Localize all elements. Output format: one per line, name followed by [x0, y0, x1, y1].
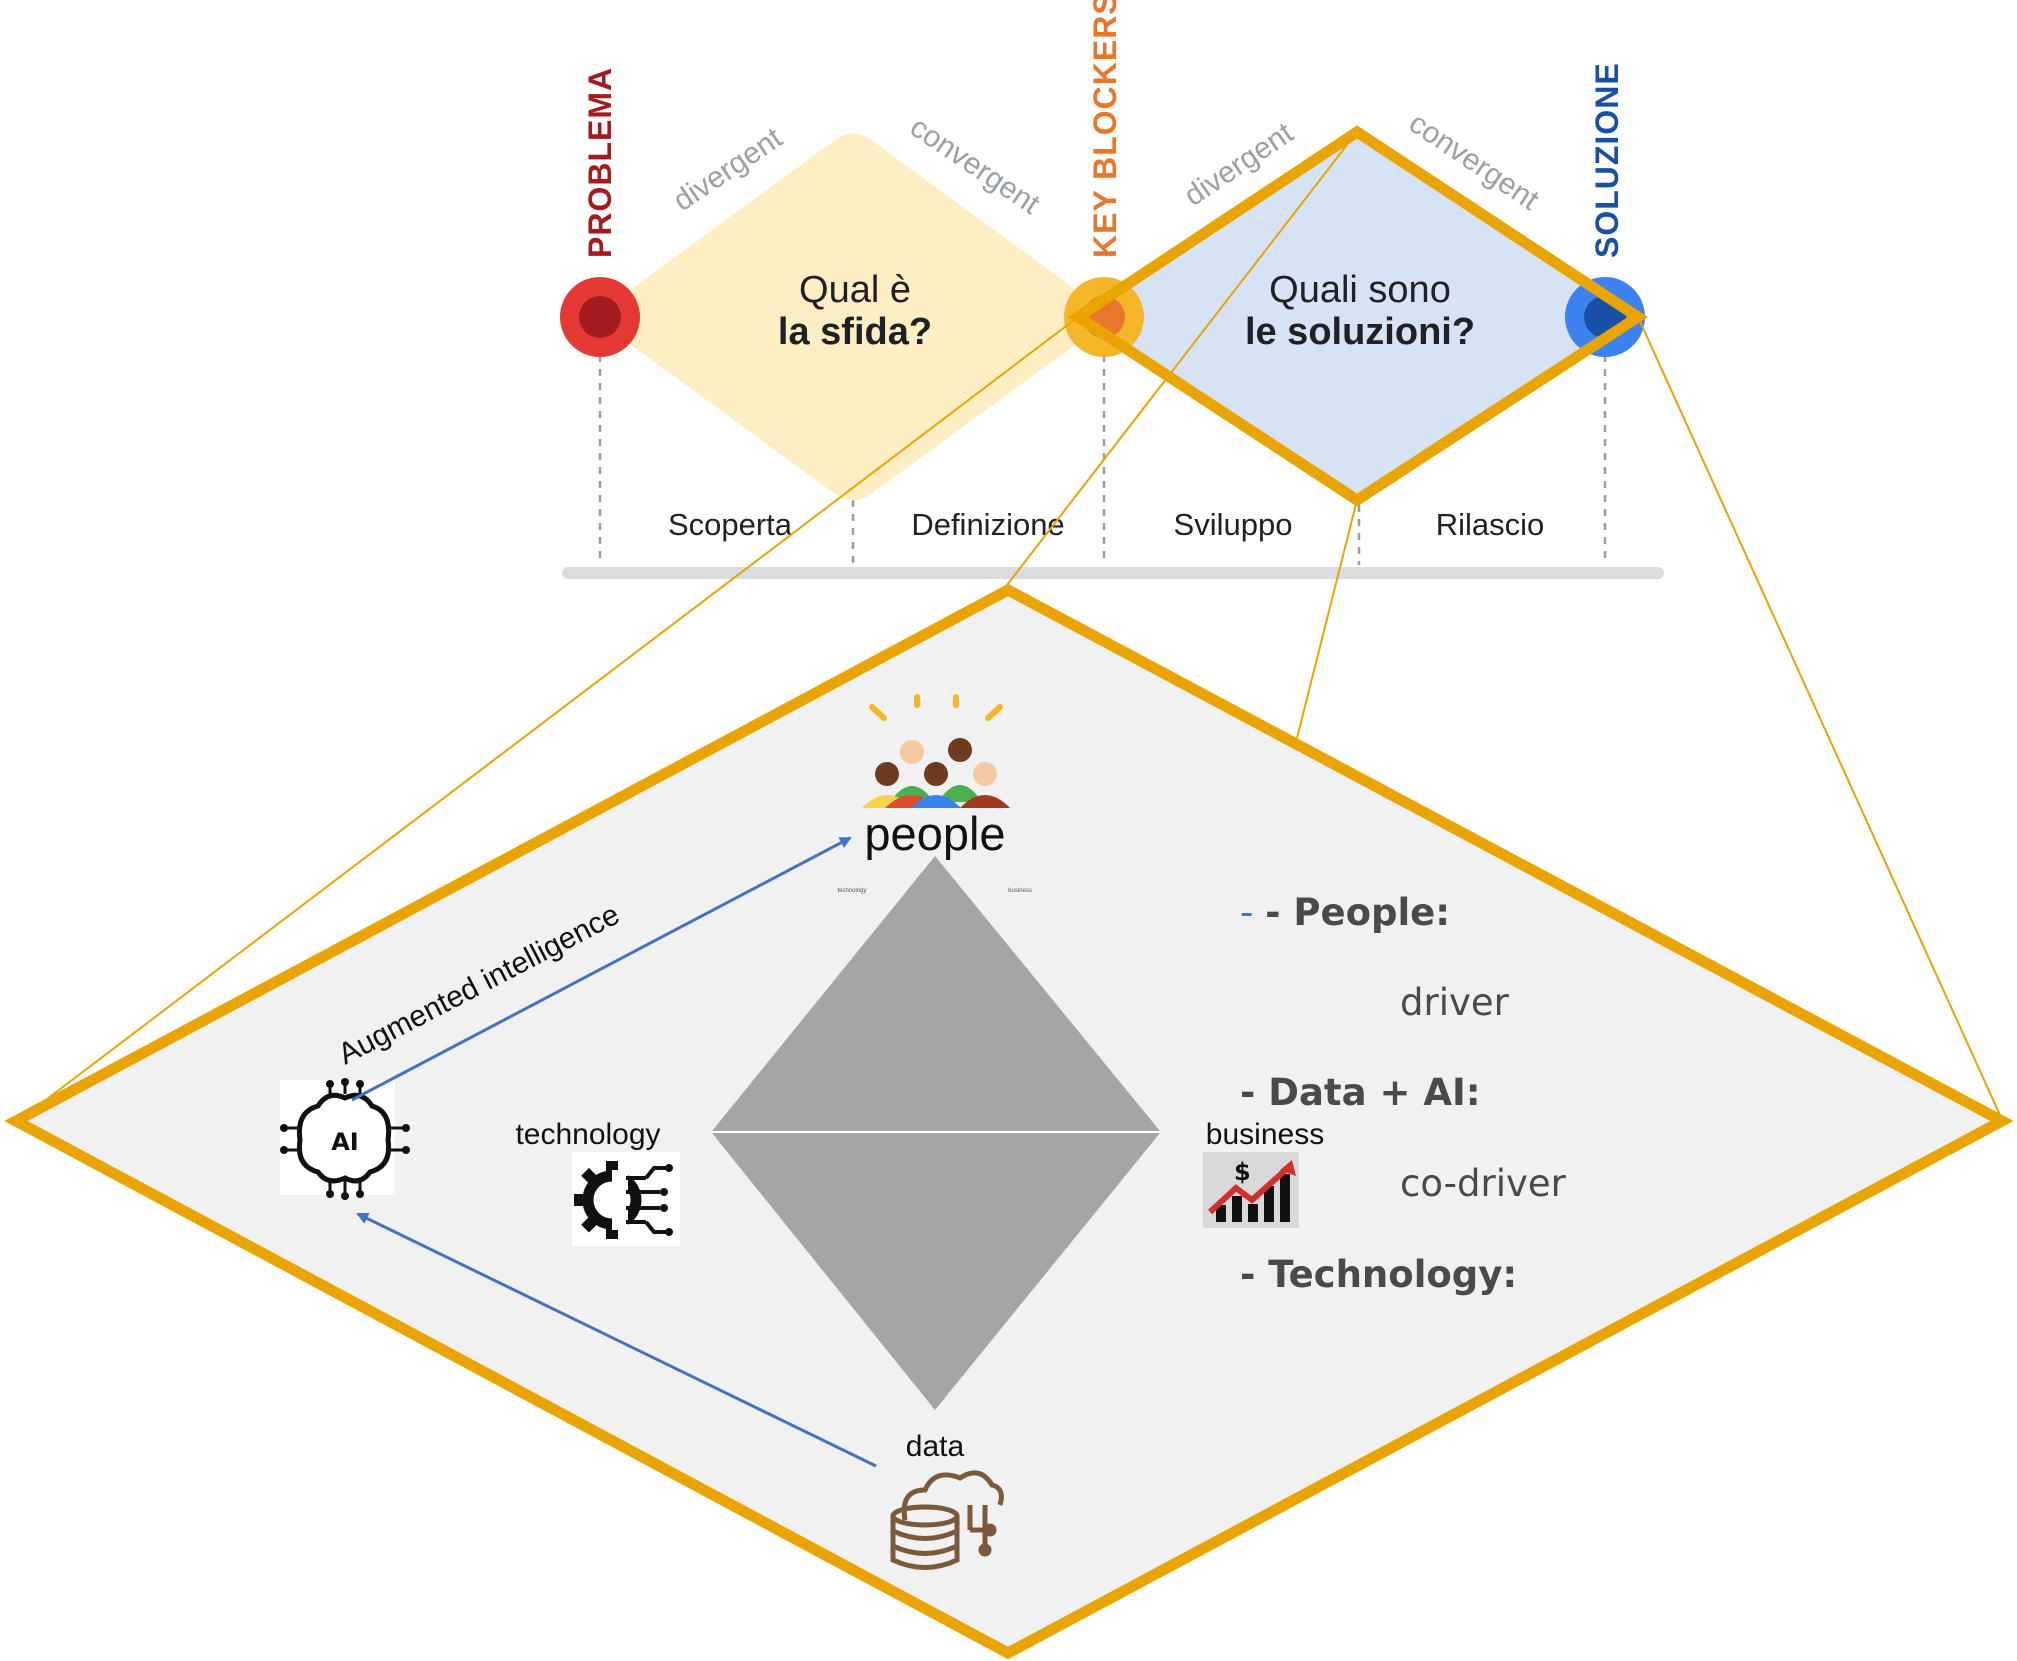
node-data-label: data — [906, 1430, 965, 1463]
milestone-keyblockers-label: KEY BLOCKERS — [1087, 0, 1123, 258]
phase-rilascio: Rilascio — [1436, 507, 1545, 542]
note-people-role: driver — [1400, 981, 1510, 1024]
ai-icon-text: AI — [331, 1128, 359, 1156]
business-growth-chart-icon: $ — [1203, 1152, 1299, 1228]
tiny-technology-label: technology — [837, 888, 866, 894]
note-technology: - Technology: — [1240, 1253, 1517, 1296]
note-data-ai: - Data + AI: — [1240, 1071, 1481, 1114]
node-technology-label: technology — [515, 1118, 660, 1151]
arrow-ai-to-people — [351, 836, 852, 1102]
note-people: - - People: — [1240, 891, 1450, 934]
challenge-question-line2: la sfida? — [778, 311, 932, 353]
tiny-business-label: business — [1008, 888, 1032, 894]
zoom-connectors — [21, 131, 2001, 1119]
data-cloud-database-icon — [890, 1470, 1004, 1570]
people-tech-business-pyramid — [712, 856, 1160, 1410]
timeline-bar — [562, 567, 1664, 579]
roles-notes: - - People: driver - Data + AI: co-drive… — [1240, 891, 1567, 1296]
arrow-data-to-ai — [356, 1212, 877, 1468]
people-icon — [862, 694, 1010, 808]
milestone-problema-dot — [560, 277, 640, 357]
diamond-solutions-highlight — [1068, 125, 1649, 507]
phase-definizione: Definizione — [911, 507, 1064, 542]
technology-gear-icon — [572, 1152, 680, 1246]
challenge-question-line1: Qual è — [799, 269, 911, 311]
solutions-question-line1: Quali sono — [1269, 269, 1451, 311]
ai-brain-icon: AI — [280, 1078, 410, 1200]
phase-sviluppo: Sviluppo — [1174, 507, 1293, 542]
solutions-question-line2: le soluzioni? — [1245, 311, 1475, 353]
milestone-problema-label: PROBLEMA — [582, 67, 618, 258]
milestone-soluzione-label: SOLUZIONE — [1589, 62, 1625, 258]
phase-scoperta: Scoperta — [668, 507, 793, 542]
double-diamond: Qual è la sfida? Quali sono le soluzioni… — [560, 0, 1664, 579]
note-data-ai-role: co-driver — [1400, 1162, 1567, 1205]
svg-text:$: $ — [1234, 1158, 1251, 1186]
diamond-challenge — [617, 133, 1098, 501]
node-business-label: business — [1206, 1118, 1324, 1151]
node-people-label: people — [864, 807, 1005, 860]
